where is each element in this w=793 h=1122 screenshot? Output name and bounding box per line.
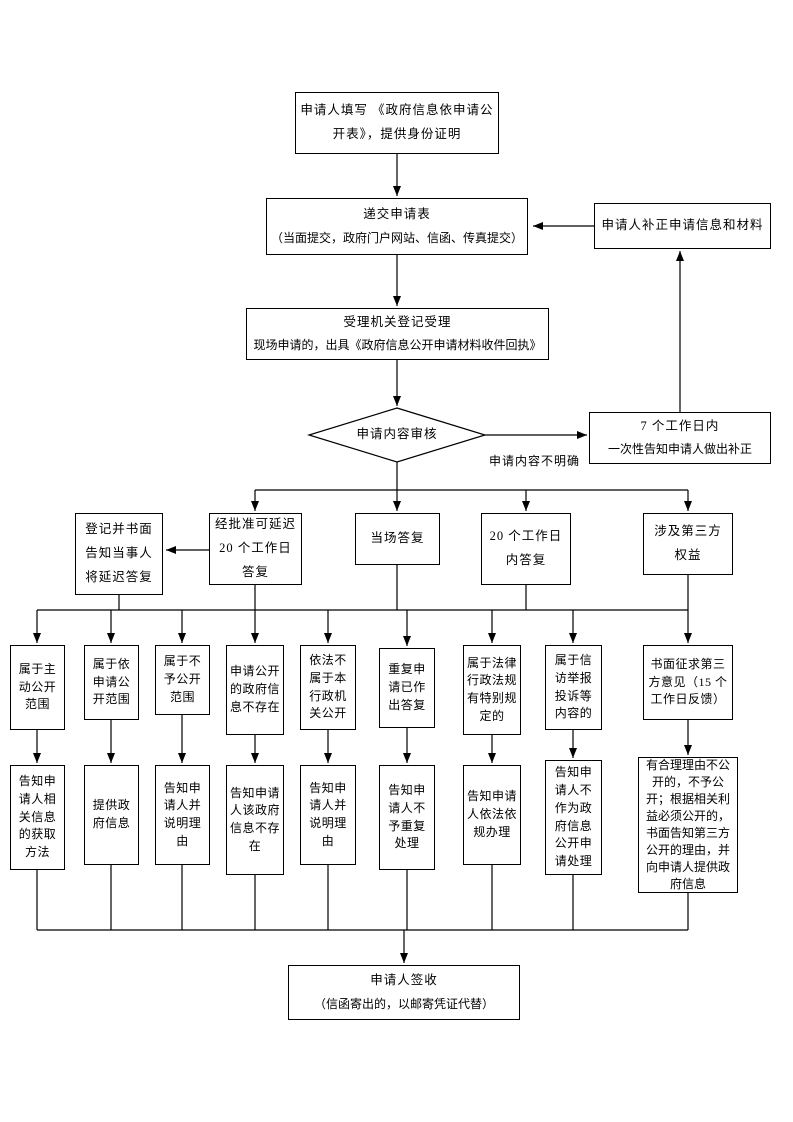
edge-label-content-unclear: 申请内容不明确 (487, 452, 583, 469)
node-accept-subtitle: 现场申请的，出具《政府信息公开申请材料收件回执》 (253, 337, 542, 352)
node-repeated-request: 重复申请已作出答复 (379, 648, 435, 728)
node-outcome-info-not-exist: 告知申请人该政府信息不存在 (226, 765, 284, 875)
node-third-party-rights: 涉及第三方权益 (643, 513, 733, 575)
node-petition-complaint: 属于信访举报投诉等内容的 (545, 645, 602, 730)
node-applicant-sign-receipt: 申请人签收 （信函寄出的，以邮寄凭证代替） (288, 965, 520, 1020)
node-sign-title: 申请人签收 (370, 973, 438, 988)
node-outcome-per-law-regulation: 告知申请人依法依规办理 (463, 765, 521, 865)
node-outcome-explain-reason-2: 告知申请人并说明理由 (300, 765, 356, 865)
node-onsite-reply: 当场答复 (355, 513, 440, 565)
node-outcome-not-treated-as-request: 告知申请人不作为政府信息公开申请处理 (545, 760, 602, 875)
node-accept-title: 受理机关登记受理 (343, 315, 452, 330)
node-submit-application: 递交申请表 （当面提交，政府门户网站、信函、传真提交） (266, 198, 528, 255)
node-proactive-disclosure-scope: 属于主动公开范围 (10, 645, 65, 730)
node-outcome-inform-access-method: 告知申请人相关信息的获取方法 (10, 765, 65, 870)
node-delay-approved: 经批准可延迟 20 个工作日答复 (209, 513, 302, 585)
node-outcome-no-repeat-handling: 告知申请人不予重复处理 (379, 765, 435, 870)
node-register-acceptance: 受理机关登记受理 现场申请的，出具《政府信息公开申请材料收件回执》 (246, 308, 549, 360)
node-not-this-organ: 依法不属于本行政机关公开 (300, 645, 356, 730)
node-seven-working-days: 7 个工作日内 一次性告知申请人做出补正 (589, 412, 771, 464)
node-sign-subtitle: （信函寄出的，以邮寄凭证代替） (313, 996, 494, 1011)
node-on-request-scope: 属于依申请公开范围 (84, 645, 139, 720)
node-delay-notify: 登记并书面告知当事人将延迟答复 (75, 513, 163, 595)
node-outcome-explain-reason-1: 告知申请人并说明理由 (155, 765, 210, 865)
node-info-not-exist: 申请公开的政府信息不存在 (226, 645, 284, 735)
node-outcome-third-party-decision: 有合理理由不公开的，不予公开；根据相关利益必须公开的，书面告知第三方公开的理由，… (638, 757, 738, 893)
node-seven-title: 7 个工作日内 (640, 418, 720, 433)
node-twenty-days-reply: 20 个工作日内答复 (481, 513, 571, 585)
node-submit-title: 递交申请表 (363, 207, 431, 222)
node-submit-subtitle: （当面提交，政府门户网站、信函、传真提交） (271, 230, 524, 245)
node-seven-subtitle: 一次性告知申请人做出补正 (607, 442, 752, 457)
node-applicant-supplement: 申请人补正申请信息和材料 (594, 203, 771, 249)
decision-diamond-shape (306, 407, 488, 463)
node-outcome-provide-info: 提供政府信息 (84, 765, 139, 865)
node-review-decision: 申请内容审核 (356, 427, 438, 442)
node-non-disclosure-scope: 属于不予公开范围 (155, 645, 210, 715)
node-special-regulations: 属于法律行政法规有特别规定的 (463, 645, 521, 735)
node-seek-third-party-opinion: 书面征求第三方意见（15 个工作日反馈） (643, 645, 733, 720)
node-fill-application-form: 申请人填写 《政府信息依申请公开表》，提供身份证明 (295, 92, 499, 154)
